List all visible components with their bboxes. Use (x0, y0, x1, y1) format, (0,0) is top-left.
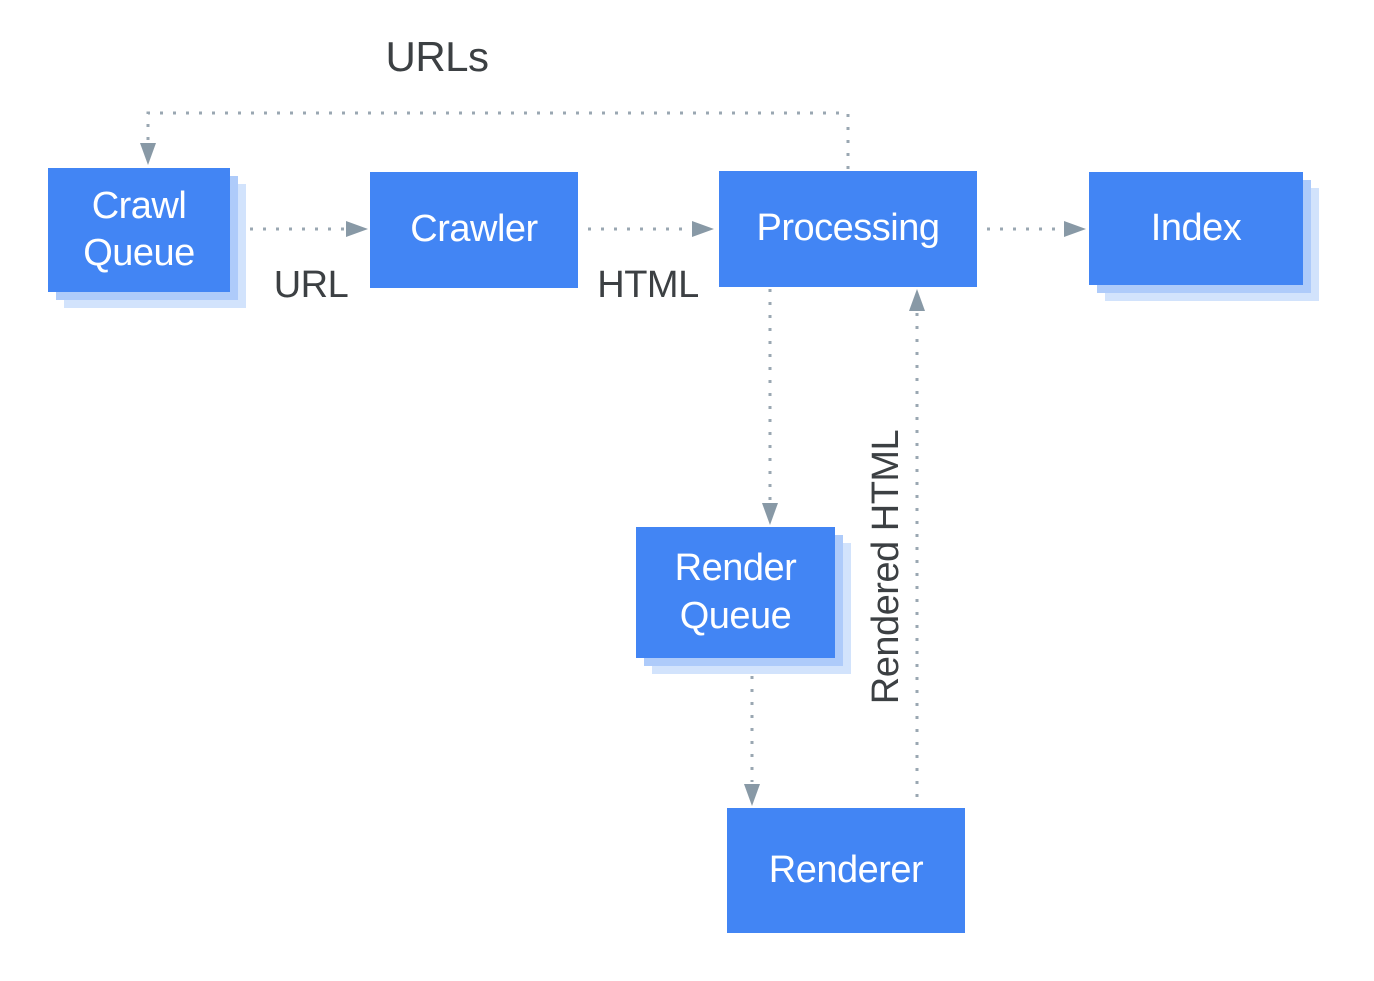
node-index: Index (1089, 172, 1303, 285)
edge-processing-to-render-queue (762, 289, 778, 525)
node-label: Processing (756, 207, 940, 250)
edge-label-url: URL (273, 264, 349, 306)
node-renderer: Renderer (727, 808, 965, 933)
node-crawler: Crawler (370, 172, 578, 288)
arrowhead-down-icon (762, 503, 778, 525)
edge-render-queue-to-renderer (744, 676, 760, 806)
edge-processing-to-index (987, 221, 1086, 237)
edge-label-rendered-html: Rendered HTML (865, 429, 907, 705)
node-label: Index (1150, 206, 1242, 249)
edge-crawler-to-processing (588, 221, 714, 237)
arrowhead-down-icon (140, 143, 156, 165)
arrowhead-right-icon (346, 221, 368, 237)
arrowhead-down-icon (744, 784, 760, 806)
edge-renderer-to-processing (909, 289, 925, 806)
node-label: Crawl Queue (83, 184, 195, 275)
arrowhead-right-icon (1064, 221, 1086, 237)
arrowhead-right-icon (692, 221, 714, 237)
edge-processing-to-crawl-queue-loop (140, 111, 850, 169)
edge-label-urls: URLs (385, 33, 489, 80)
edge-processing-to-crawl-queue-path (146, 111, 850, 169)
edge-crawl-queue-to-crawler (250, 221, 368, 237)
node-processing: Processing (719, 171, 977, 287)
node-label: Render Queue (674, 547, 797, 637)
edge-label-html: HTML (597, 264, 699, 306)
node-label: Renderer (768, 848, 924, 891)
arrowhead-up-icon (909, 289, 925, 311)
node-label: Crawler (410, 208, 538, 251)
node-crawl-queue: Crawl Queue (48, 168, 230, 292)
node-render-queue: Render Queue (636, 527, 835, 658)
